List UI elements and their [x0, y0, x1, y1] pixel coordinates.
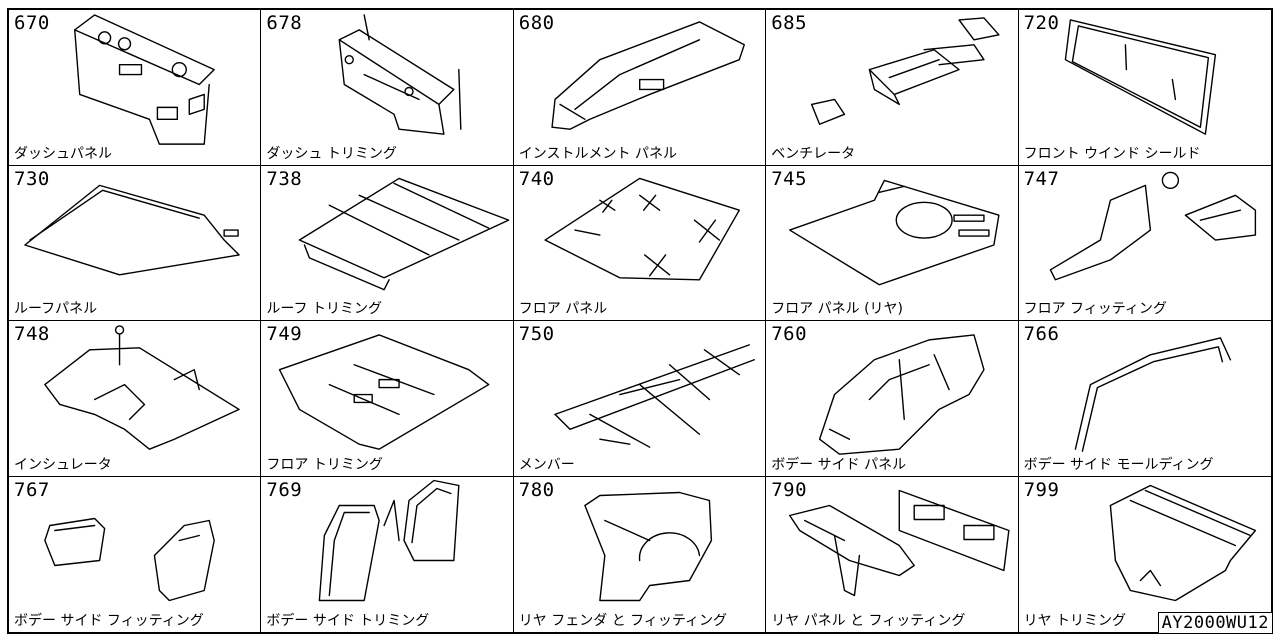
- part-label: フロア フィッティング: [1023, 301, 1167, 317]
- dash-panel-icon: [74, 14, 215, 145]
- part-code: 790: [771, 478, 808, 501]
- part-code: 670: [14, 12, 50, 34]
- part-code: 685: [771, 12, 808, 34]
- part-code: 738: [266, 167, 303, 190]
- part-code: 720: [1023, 12, 1060, 34]
- part-cell-760[interactable]: 760 ボデー サイド パネル: [766, 321, 1019, 477]
- part-cell-745[interactable]: 745 フロア パネル (リヤ): [766, 165, 1019, 321]
- part-cell-767[interactable]: 767 ボデー サイド フィッティング: [9, 476, 262, 632]
- part-label: フロア パネル: [518, 301, 608, 317]
- floor-fitting-icon: [1049, 171, 1256, 280]
- part-label: リヤ フェンダ と フィッティング: [518, 613, 728, 629]
- body-side-trimming-icon: [319, 479, 460, 601]
- part-code: 750: [518, 323, 555, 345]
- body-side-panel-icon: [819, 334, 985, 455]
- part-label: ダッシュパネル: [14, 145, 112, 162]
- windshield-icon: [1064, 19, 1216, 135]
- part-cell-766[interactable]: 766 ボデー サイド モールディング: [1018, 321, 1271, 477]
- roof-trimming-icon: [299, 177, 510, 290]
- rear-fender-icon: [584, 491, 712, 601]
- ventilator-icon: [811, 17, 1000, 125]
- part-cell-749[interactable]: 749 フロア トリミング: [261, 321, 514, 477]
- body-side-fitting-icon: [44, 517, 215, 601]
- part-label: ボデー サイド モールディング: [1023, 456, 1214, 473]
- part-cell-730[interactable]: 730 ルーフパネル: [9, 165, 262, 321]
- part-label: ボデー サイド フィッティング: [14, 613, 204, 629]
- part-code: 780: [518, 478, 555, 501]
- floor-trimming-icon: [279, 334, 490, 450]
- rear-trimming-icon: [1109, 484, 1256, 601]
- part-cell-780[interactable]: 780 リヤ フェンダ と フィッティング: [514, 476, 767, 632]
- floor-panel-rear-icon: [789, 179, 1000, 285]
- part-code: 747: [1023, 167, 1060, 190]
- part-cell-738[interactable]: 738 ルーフ トリミング: [261, 165, 514, 321]
- part-label: ベンチレータ: [771, 145, 856, 162]
- dash-trimming-icon: [338, 14, 462, 135]
- roof-panel-icon: [24, 184, 240, 275]
- part-label: フロア パネル (リヤ): [771, 301, 904, 317]
- part-cell-680[interactable]: 680 インストルメント パネル: [513, 10, 767, 166]
- part-cell-750[interactable]: 750 メンバー: [513, 321, 767, 477]
- part-code: 740: [518, 167, 555, 190]
- body-side-molding-icon: [1074, 337, 1231, 452]
- part-cell-720[interactable]: 720 フロント ウインド シールド: [1018, 10, 1271, 166]
- floor-panel-icon: [544, 177, 740, 280]
- part-code: 769: [266, 478, 303, 501]
- part-label: ルーフパネル: [14, 301, 98, 317]
- part-label: リヤ トリミング: [1023, 613, 1127, 629]
- part-label: ダッシュ トリミング: [266, 145, 397, 162]
- part-code: 680: [518, 12, 555, 34]
- part-code: 748: [14, 323, 50, 345]
- part-label: ボデー サイド パネル: [771, 456, 907, 473]
- part-label: フロア トリミング: [266, 456, 383, 473]
- part-code: 678: [266, 12, 303, 34]
- instrument-panel-icon: [551, 21, 745, 130]
- part-label: ボデー サイド トリミング: [266, 613, 430, 629]
- part-label: メンバー: [518, 456, 575, 473]
- part-label: ルーフ トリミング: [266, 301, 383, 317]
- part-cell-799[interactable]: 799 リヤ トリミング: [1019, 477, 1271, 633]
- part-label: インストルメント パネル: [518, 145, 677, 162]
- part-code: 767: [14, 478, 50, 501]
- member-icon: [554, 344, 755, 448]
- part-code: 799: [1023, 478, 1060, 501]
- insulator-icon: [44, 325, 240, 450]
- part-cell-790[interactable]: 790 リヤ パネル と フィッティング: [766, 476, 1019, 632]
- part-code: 745: [771, 167, 808, 190]
- part-label: リヤ パネル と フィッティング: [771, 613, 966, 629]
- part-cell-685[interactable]: 685 ベンチレータ: [766, 10, 1019, 166]
- part-cell-748[interactable]: 748 インシュレータ: [9, 321, 262, 477]
- part-cell-670[interactable]: 670 ダッシュパネル: [9, 10, 262, 166]
- rear-panel-icon: [789, 489, 1010, 596]
- part-cell-747[interactable]: 747 フロア フィッティング: [1018, 166, 1271, 321]
- part-code: 760: [771, 323, 808, 345]
- part-label: フロント ウインド シールド: [1023, 145, 1201, 162]
- part-label: インシュレータ: [14, 456, 112, 473]
- part-code: 749: [266, 323, 303, 345]
- part-code: 766: [1023, 323, 1060, 345]
- part-cell-769[interactable]: 769 ボデー サイド トリミング: [261, 476, 514, 632]
- diagram-reference-code: AY2000WU12: [1157, 612, 1273, 634]
- part-cell-740[interactable]: 740 フロア パネル: [513, 165, 767, 321]
- part-code: 730: [14, 167, 50, 190]
- part-cell-678[interactable]: 678 ダッシュ トリミング: [261, 10, 514, 166]
